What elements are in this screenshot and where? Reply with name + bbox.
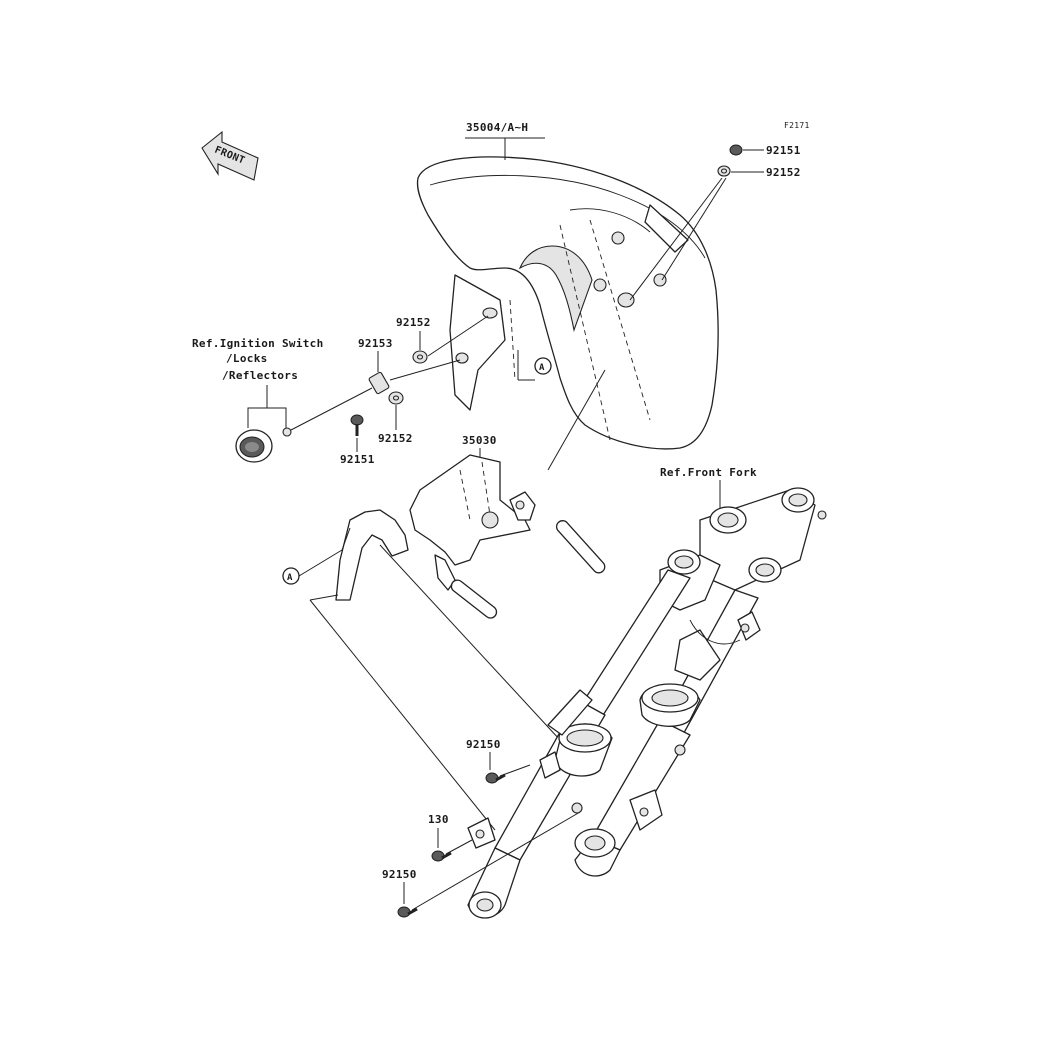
bolt-92151-top bbox=[729, 144, 743, 156]
front-fender bbox=[416, 156, 719, 450]
callout-a-lower-text: A bbox=[287, 573, 293, 583]
front-fork-assembly bbox=[467, 487, 827, 919]
label-fender: 35004/A~H bbox=[466, 121, 528, 134]
label-bolt-low: 92151 bbox=[340, 453, 375, 466]
label-bolt-130: 130 bbox=[428, 813, 449, 826]
washer-92152-mid bbox=[412, 350, 428, 364]
nut-reflector bbox=[282, 427, 292, 437]
bolt-92150-lower bbox=[397, 906, 418, 918]
callout-a-upper-text: A bbox=[539, 363, 545, 373]
washer-92152-low bbox=[388, 391, 404, 405]
label-collar: 92153 bbox=[358, 337, 393, 350]
label-ref-ignition-2: /Locks bbox=[226, 352, 268, 365]
label-bracket: 35030 bbox=[462, 434, 497, 447]
bolt-92150-upper bbox=[485, 772, 506, 784]
label-washer-top: 92152 bbox=[766, 166, 801, 179]
bolt-130 bbox=[431, 850, 452, 862]
fender-bracket bbox=[335, 454, 606, 619]
callout-a-upper bbox=[534, 357, 552, 375]
label-ref-front-fork: Ref.Front Fork bbox=[660, 466, 757, 479]
front-arrow-icon: FRONT bbox=[201, 130, 259, 181]
label-ref-ignition-3: /Reflectors bbox=[222, 369, 298, 382]
label-bolt-fork-lower: 92150 bbox=[382, 868, 417, 881]
reflector-icon bbox=[235, 429, 273, 463]
label-washer-low: 92152 bbox=[378, 432, 413, 445]
washer-92152-top bbox=[717, 165, 731, 177]
figure-code: F2171 bbox=[784, 121, 810, 130]
label-bolt-top: 92151 bbox=[766, 144, 801, 157]
label-washer-mid: 92152 bbox=[396, 316, 431, 329]
label-bolt-fork-upper: 92150 bbox=[466, 738, 501, 751]
collar-92153 bbox=[368, 371, 390, 395]
label-ref-ignition-1: Ref.Ignition Switch bbox=[192, 337, 324, 350]
bolt-92151-low bbox=[350, 414, 364, 436]
